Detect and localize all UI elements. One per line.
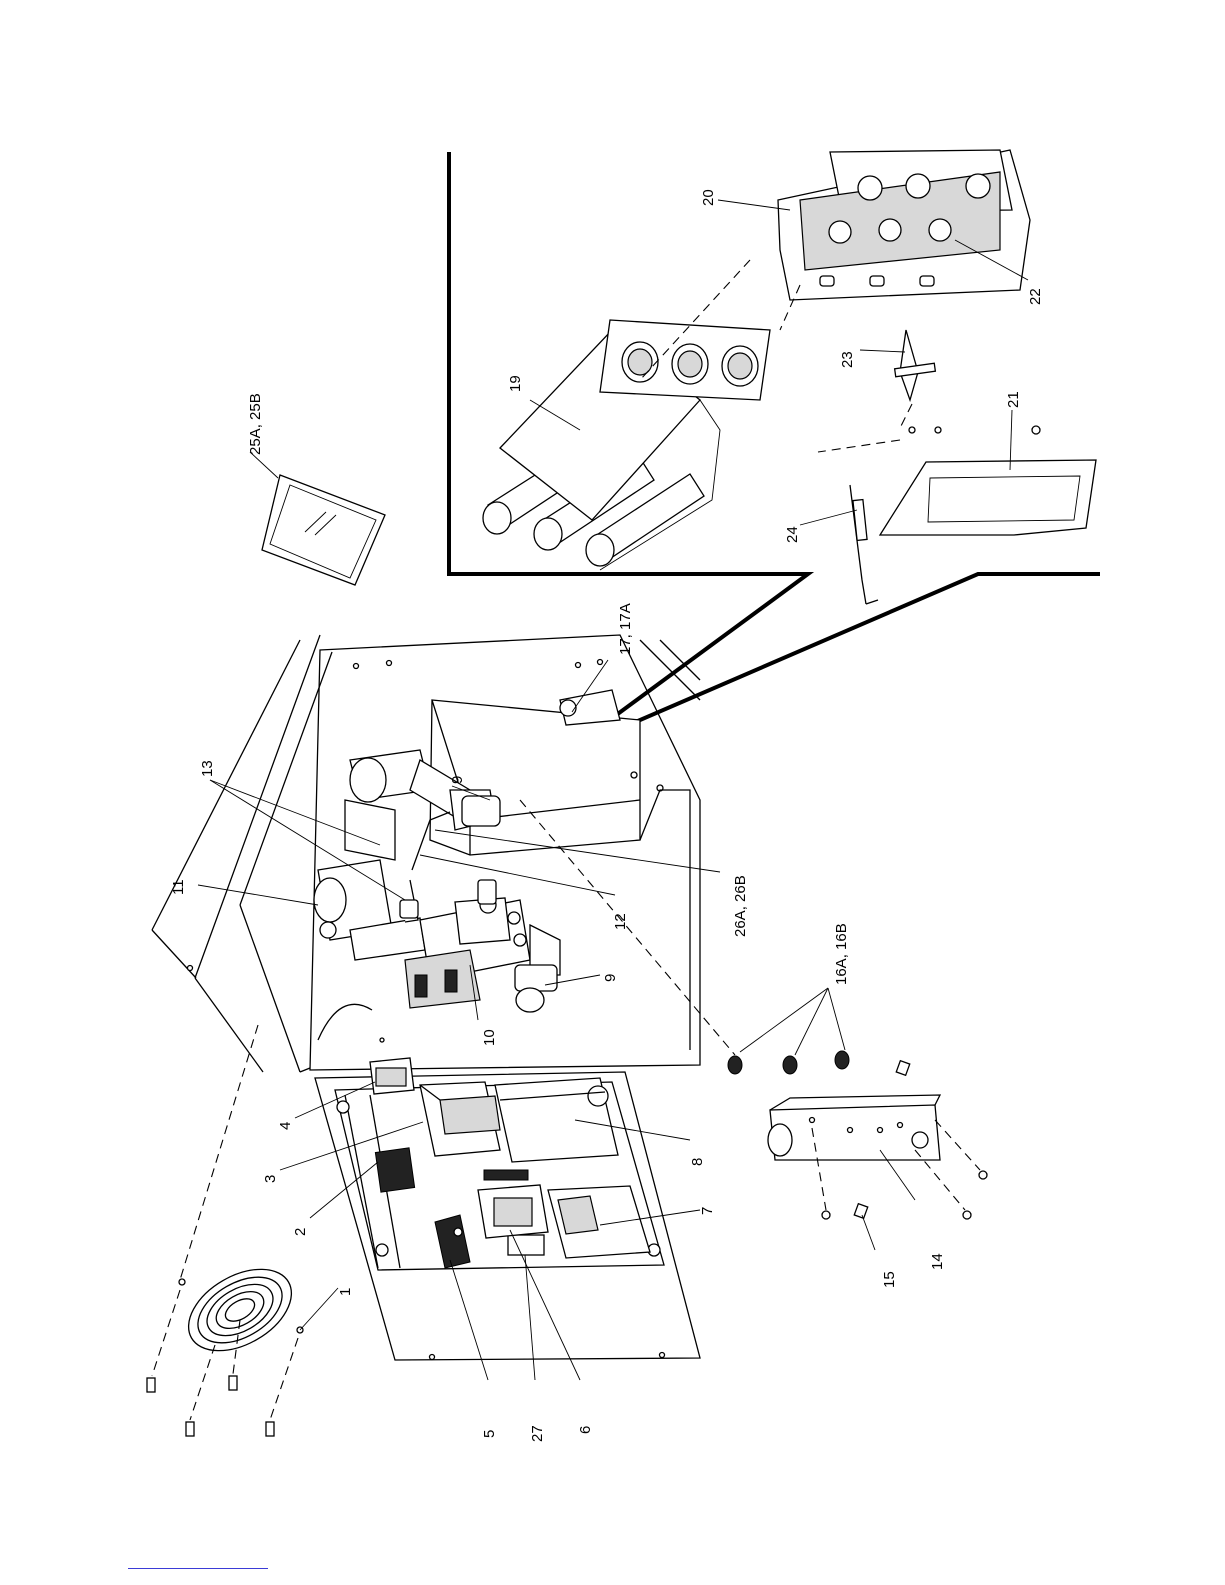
callout-14: 14 bbox=[929, 1253, 946, 1270]
callout-17: 17, 17A bbox=[617, 603, 634, 655]
gas-valve bbox=[405, 880, 530, 1008]
ignition-module bbox=[495, 1078, 618, 1162]
burner-tubes bbox=[483, 320, 770, 570]
callout-3: 3 bbox=[262, 1175, 279, 1183]
callout-27: 27 bbox=[529, 1425, 546, 1442]
terminal-block bbox=[375, 1148, 414, 1192]
callout-2: 2 bbox=[292, 1228, 309, 1236]
manifold-bracket bbox=[768, 1095, 940, 1160]
callout-7: 7 bbox=[699, 1207, 716, 1215]
callout-24: 24 bbox=[784, 526, 801, 543]
callout-26: 26A, 26B bbox=[732, 875, 749, 937]
screws bbox=[147, 1025, 298, 1436]
callout-16: 16A, 16B bbox=[833, 923, 850, 985]
callout-20: 20 bbox=[700, 189, 717, 206]
callout-4: 4 bbox=[277, 1122, 294, 1130]
callout-11: 11 bbox=[170, 879, 187, 895]
callout-15: 15 bbox=[881, 1271, 898, 1288]
cover-plate bbox=[880, 426, 1096, 535]
callout-22: 22 bbox=[1027, 288, 1044, 305]
igniter bbox=[895, 330, 936, 400]
callout-5: 5 bbox=[481, 1430, 498, 1438]
footer-link-underline[interactable] bbox=[128, 1568, 268, 1569]
callout-25: 25A, 25B bbox=[247, 393, 264, 455]
igniter-cable bbox=[850, 485, 878, 604]
callout-1: 1 bbox=[337, 1288, 354, 1296]
callout-6: 6 bbox=[577, 1426, 594, 1434]
callout-12: 12 bbox=[612, 913, 629, 930]
callout-9-upper: 9 bbox=[449, 776, 466, 784]
fan-guard bbox=[175, 1253, 306, 1368]
transformer bbox=[420, 1082, 500, 1156]
callout-13: 13 bbox=[199, 760, 216, 777]
callout-21: 21 bbox=[1005, 391, 1022, 408]
manual-envelope bbox=[262, 475, 385, 585]
callout-23: 23 bbox=[839, 351, 856, 368]
callout-10: 10 bbox=[481, 1029, 498, 1046]
callout-9-lower: 9 bbox=[602, 974, 619, 982]
burner-manifold-box bbox=[778, 150, 1030, 300]
callout-19: 19 bbox=[507, 375, 524, 392]
callout-8: 8 bbox=[689, 1158, 706, 1166]
relay bbox=[370, 1058, 414, 1094]
burner-detail-inset bbox=[449, 150, 1100, 752]
